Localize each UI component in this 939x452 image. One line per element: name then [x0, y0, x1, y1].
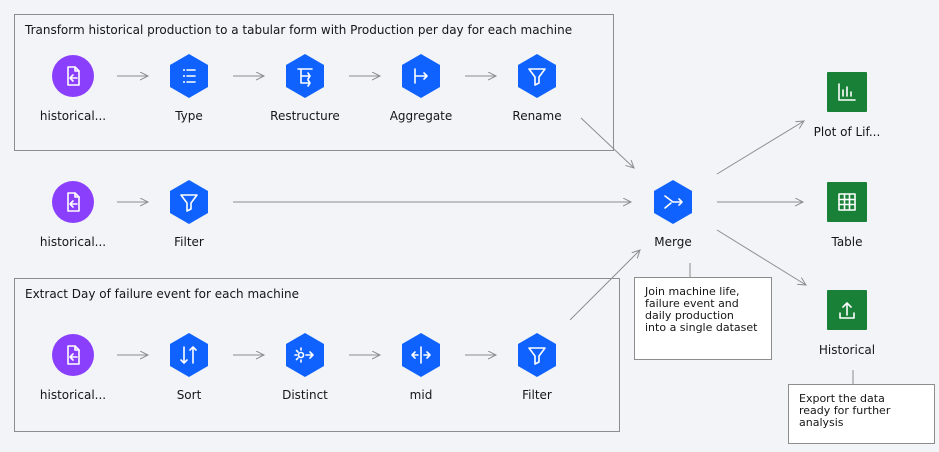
- edge: [569, 250, 640, 321]
- aggregate-icon: [402, 54, 440, 98]
- node-label: Restructure: [270, 109, 340, 123]
- node-distinct[interactable]: Distinct: [255, 333, 355, 413]
- sort-icon: [170, 333, 208, 377]
- node-label: Filter: [522, 388, 552, 402]
- node-merge[interactable]: Merge: [623, 180, 723, 260]
- export-note: Export the data ready for further analys…: [788, 384, 935, 444]
- import-icon: [52, 334, 94, 376]
- node-table-output[interactable]: Table: [797, 180, 897, 260]
- import-icon: [52, 181, 94, 223]
- merge-note: Join machine life, failure event and dai…: [634, 277, 772, 360]
- node-sort[interactable]: Sort: [139, 333, 239, 413]
- node-type[interactable]: Type: [139, 54, 239, 134]
- node-label: historical...: [39, 388, 107, 402]
- import-icon: [52, 55, 94, 97]
- group-title: Extract Day of failure event for each ma…: [25, 287, 300, 301]
- filter-icon: [518, 54, 556, 98]
- node-filter[interactable]: Filter: [487, 333, 587, 413]
- node-label: Table: [831, 235, 863, 249]
- node-label: Type: [175, 109, 203, 123]
- node-historical-import[interactable]: historical...: [23, 180, 123, 260]
- export-icon: [827, 290, 867, 330]
- node-historical-import[interactable]: historical...: [23, 54, 123, 134]
- node-label: Plot of Lif...: [813, 125, 881, 139]
- node-label: Distinct: [282, 388, 328, 402]
- edge: [580, 117, 634, 168]
- node-label: historical...: [39, 235, 107, 249]
- merge-icon: [654, 180, 692, 224]
- restructure-icon: [286, 54, 324, 98]
- node-label: Filter: [174, 235, 204, 249]
- node-label: Historical: [818, 343, 876, 357]
- node-label: Merge: [654, 235, 692, 249]
- node-label: Aggregate: [389, 109, 453, 123]
- group-transform: Transform historical production to a tab…: [14, 14, 614, 151]
- node-aggregate[interactable]: Aggregate: [371, 54, 471, 134]
- node-rename[interactable]: Rename: [487, 54, 587, 134]
- node-restructure[interactable]: Restructure: [255, 54, 355, 134]
- group-extract: Extract Day of failure event for each ma…: [14, 278, 620, 432]
- node-mid[interactable]: mid: [371, 333, 471, 413]
- node-historical-import[interactable]: historical...: [23, 333, 123, 413]
- distinct-icon: [286, 333, 324, 377]
- group-title: Transform historical production to a tab…: [25, 23, 573, 37]
- node-label: Sort: [176, 388, 202, 402]
- chart-icon: [827, 72, 867, 112]
- node-filter[interactable]: Filter: [139, 180, 239, 260]
- mid-icon: [402, 333, 440, 377]
- type-icon: [170, 54, 208, 98]
- node-historical-export[interactable]: Historical: [797, 288, 897, 368]
- filter-icon: [170, 180, 208, 224]
- node-label: historical...: [39, 109, 107, 123]
- edge: [716, 229, 806, 285]
- node-label: mid: [409, 388, 433, 402]
- edge: [716, 121, 804, 175]
- table-icon: [827, 182, 867, 222]
- node-label: Rename: [512, 109, 562, 123]
- filter-icon: [518, 333, 556, 377]
- node-plot-output[interactable]: Plot of Lif...: [797, 70, 897, 150]
